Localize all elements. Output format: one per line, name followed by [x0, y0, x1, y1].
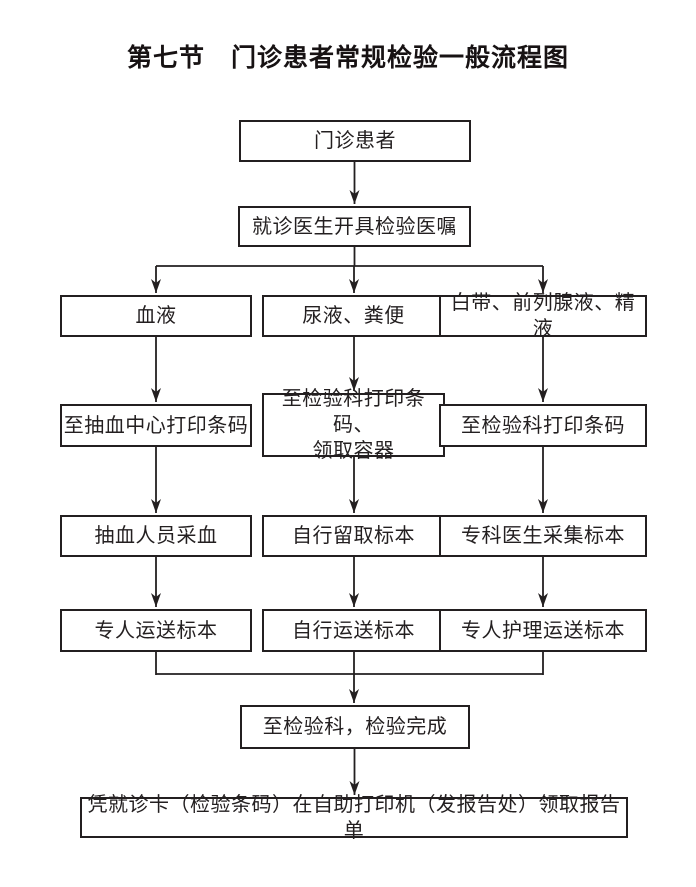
node-staff-draw-blood: 抽血人员采血	[60, 515, 252, 557]
node-urine-stool: 尿液、粪便	[262, 295, 445, 337]
node-doctor-order: 就诊医生开具检验医嘱	[238, 206, 471, 247]
node-courier-transport-specimen: 专人运送标本	[60, 609, 252, 652]
node-blood: 血液	[60, 295, 252, 337]
node-gyn-specimens: 白带、前列腺液、精液	[439, 292, 647, 340]
node-self-collect-specimen: 自行留取标本	[262, 515, 445, 557]
node-blood-center-barcode: 至抽血中心打印条码	[60, 404, 252, 447]
node-lab-test-complete: 至检验科，检验完成	[240, 705, 470, 749]
node-specialist-collect-specimen: 专科医生采集标本	[439, 515, 647, 557]
node-lab-barcode-container: 至检验科打印条码、 领取容器	[262, 388, 445, 462]
node-lab-barcode: 至检验科打印条码	[439, 404, 647, 447]
node-self-transport-specimen: 自行运送标本	[262, 609, 445, 652]
node-outpatient: 门诊患者	[239, 120, 471, 162]
node-report-pickup: 凭就诊卡（检验条码）在自助打印机（发报告处）领取报告单	[80, 794, 628, 842]
node-nurse-transport-specimen: 专人护理运送标本	[439, 609, 647, 652]
page-title: 第七节 门诊患者常规检验一般流程图	[126, 44, 569, 72]
